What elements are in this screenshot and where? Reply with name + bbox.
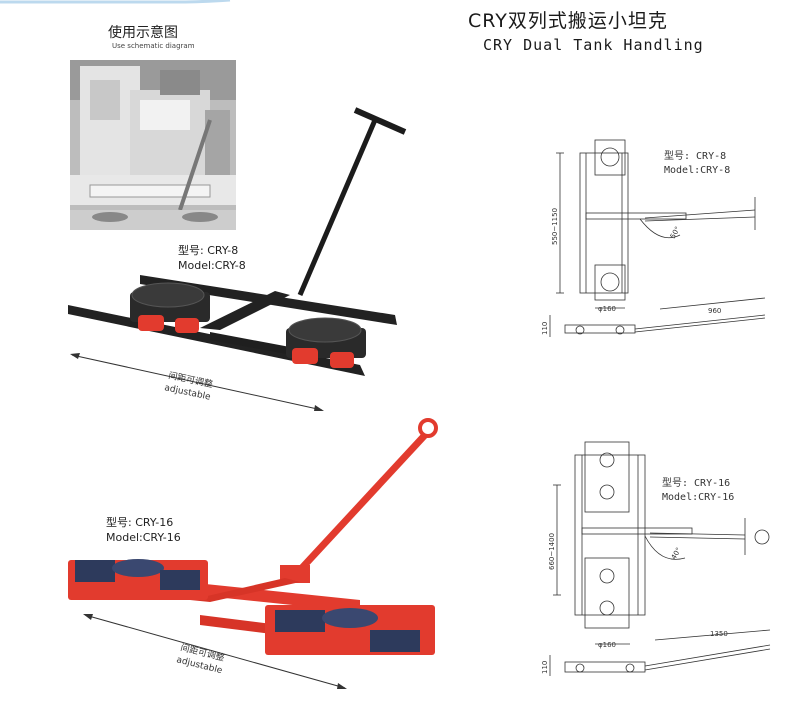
technical-drawing-cry8: 550~1150 50° φ160 960 110	[541, 139, 766, 337]
product-model-cn: 型号: CRY-16	[106, 516, 174, 529]
dim-base: 110	[541, 322, 549, 335]
product-model-en: Model:CRY-8	[178, 259, 246, 272]
dim-height: 660~1400	[548, 533, 556, 570]
dim-base: 110	[541, 661, 549, 674]
dim-wheel: φ160	[598, 641, 616, 649]
drawing-model-en: Model:CRY-16	[662, 492, 735, 503]
header-decoration	[0, 0, 231, 4]
product-model-en: Model:CRY-16	[106, 531, 181, 544]
dim-height: 550~1150	[551, 208, 559, 245]
product-model-cn: 型号: CRY-8	[178, 244, 239, 257]
page-title: CRY双列式搬运小坦克	[468, 10, 668, 32]
dim-handle: 960	[708, 307, 721, 315]
drawing-model-en: Model:CRY-8	[664, 165, 731, 176]
drawing-model-cry8: 型号: CRY-8 Model:CRY-8	[664, 150, 730, 178]
dim-handle: 1350	[710, 630, 728, 638]
photo-caption-en: Use schematic diagram	[112, 42, 195, 50]
usage-photo	[70, 60, 236, 230]
product-image-cry8: 间距可调整 adjustable	[68, 107, 407, 411]
product-model-cry16: 型号: CRY-16 Model:CRY-16	[106, 515, 181, 545]
photo-caption: 使用示意图	[108, 25, 178, 41]
drawing-model-cn: 型号: CRY-8	[664, 151, 727, 162]
drawing-model-cry16: 型号: CRY-16 Model:CRY-16	[662, 477, 734, 505]
drawing-model-cn: 型号: CRY-16	[662, 478, 731, 489]
product-model-cry8: 型号: CRY-8 Model:CRY-8	[178, 243, 246, 273]
dim-angle: 50°	[669, 225, 682, 240]
dim-wheel: φ160	[598, 305, 616, 313]
technical-drawing-cry16: 660~1400 40° φ160 1350 110	[541, 441, 771, 676]
product-image-cry16: 间距可调整 adjustable	[68, 418, 438, 689]
page-subtitle: CRY Dual Tank Handling	[483, 36, 704, 54]
